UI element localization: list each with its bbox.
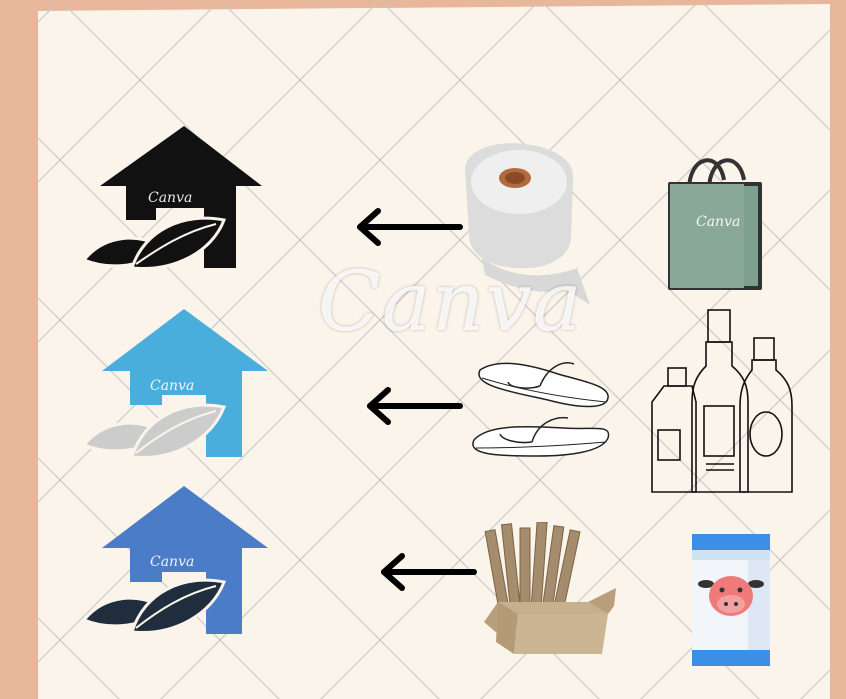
watermark-small-2: Canva [696, 214, 740, 230]
grid-line [0, 0, 60, 699]
watermark-small-3: Canva [150, 378, 194, 394]
grid-line [800, 0, 846, 699]
flip-flops-icon [468, 352, 616, 472]
left-arrow-icon [352, 205, 464, 249]
left-arrow-icon [362, 384, 466, 428]
box-of-straws-icon [484, 522, 618, 658]
left-arrow-icon [376, 550, 480, 594]
milk-carton-icon [688, 532, 774, 668]
bottles-icon [648, 306, 794, 496]
watermark-large: Canva [318, 255, 583, 350]
watermark-small: Canva [148, 190, 192, 206]
watermark-small-4: Canva [150, 554, 194, 570]
